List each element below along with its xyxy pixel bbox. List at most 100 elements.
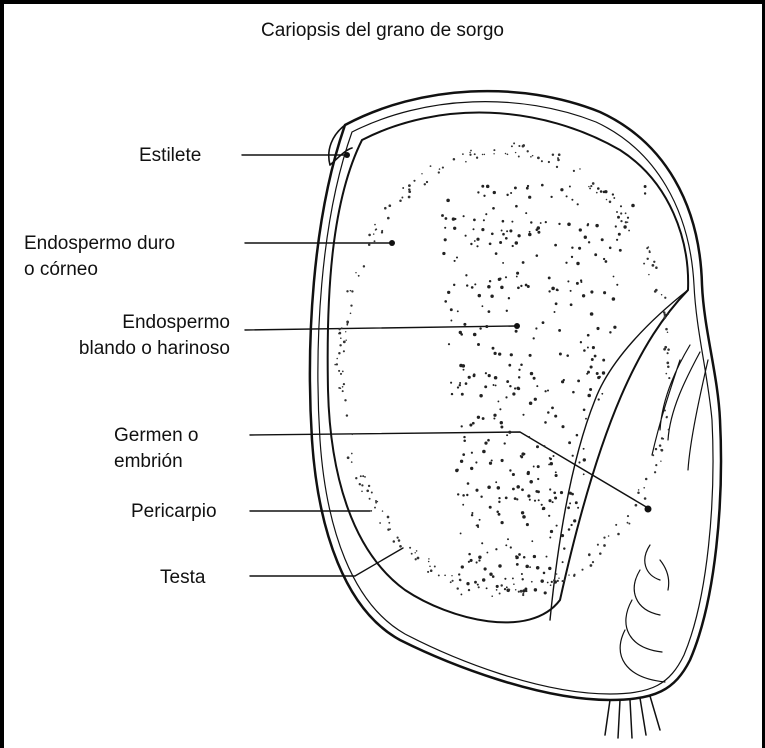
stipple-dot bbox=[572, 391, 575, 394]
stipple-dot bbox=[579, 228, 582, 231]
stipple-dot bbox=[482, 450, 486, 454]
stipple-dot bbox=[497, 400, 499, 402]
rim-stipple-dot bbox=[374, 240, 376, 242]
stipple-dot bbox=[529, 231, 531, 233]
stipple-dot bbox=[508, 364, 511, 367]
rim-stipple-dot bbox=[515, 152, 516, 153]
rim-stipple-dot bbox=[451, 575, 452, 576]
stipple-dot bbox=[566, 195, 568, 197]
rim-stipple-dot bbox=[589, 187, 591, 189]
rim-stipple-dot bbox=[374, 224, 376, 226]
stipple-dot bbox=[533, 466, 535, 468]
stipple-dot bbox=[587, 334, 590, 337]
stipple-dot bbox=[504, 442, 506, 444]
rim-stipple-dot bbox=[484, 154, 486, 156]
stipple-dot bbox=[550, 530, 553, 533]
stipple-dot bbox=[528, 436, 530, 438]
rim-stipple-dot bbox=[645, 478, 648, 481]
stipple-dot bbox=[551, 407, 554, 410]
rim-stipple-dot bbox=[345, 331, 346, 332]
stipple-dot bbox=[612, 193, 614, 195]
stipple-dot bbox=[506, 230, 508, 232]
stipple-dot bbox=[505, 276, 507, 278]
rim-stipple-dot bbox=[351, 290, 353, 292]
rim-stipple-dot bbox=[364, 476, 366, 478]
rim-stipple-dot bbox=[358, 275, 360, 277]
rim-stipple-dot bbox=[408, 196, 411, 199]
stipple-dot bbox=[516, 498, 518, 500]
rim-stipple-dot bbox=[603, 544, 606, 547]
rim-stipple-dot bbox=[493, 153, 494, 154]
rim-stipple-dot bbox=[384, 207, 387, 210]
stipple-dot bbox=[561, 534, 564, 537]
stipple-dot bbox=[534, 588, 537, 591]
stipple-dot bbox=[550, 462, 553, 465]
stipple-dot bbox=[479, 519, 481, 521]
rim-stipple-dot bbox=[402, 187, 404, 189]
rim-stipple-dot bbox=[459, 579, 462, 582]
stipple-dot bbox=[452, 217, 455, 220]
rim-stipple-dot bbox=[520, 590, 523, 593]
rim-stipple-dot bbox=[373, 233, 374, 234]
stipple-dot bbox=[517, 234, 520, 237]
stipple-dot bbox=[620, 205, 622, 207]
rim-stipple-dot bbox=[615, 524, 617, 526]
stipple-dot bbox=[463, 369, 465, 371]
stipple-dot bbox=[512, 577, 514, 579]
stipple-dot bbox=[494, 352, 497, 355]
rim-stipple-dot bbox=[537, 157, 540, 160]
stipple-dot bbox=[499, 241, 502, 244]
stipple-dot bbox=[515, 205, 518, 208]
rim-stipple-dot bbox=[652, 264, 655, 267]
stipple-dot bbox=[520, 285, 522, 287]
rim-stipple-dot bbox=[557, 580, 559, 582]
rim-stipple-dot bbox=[627, 221, 628, 222]
rim-stipple-dot bbox=[340, 373, 342, 375]
rim-stipple-dot bbox=[597, 544, 599, 546]
stipple-dot bbox=[576, 434, 579, 437]
stipple-dot bbox=[478, 555, 481, 558]
rim-stipple-dot bbox=[663, 316, 666, 319]
rim-stipple-dot bbox=[518, 156, 520, 158]
stipple-dot bbox=[537, 231, 540, 234]
stipple-dot bbox=[471, 452, 473, 454]
stipple-dot bbox=[481, 228, 484, 231]
stipple-dot bbox=[468, 376, 471, 379]
rim-stipple-dot bbox=[627, 522, 629, 524]
stipple-dot bbox=[590, 312, 594, 316]
dot-estilete bbox=[344, 152, 350, 158]
stipple-dot bbox=[477, 584, 479, 586]
stipple-dot bbox=[548, 567, 551, 570]
rim-stipple-dot bbox=[430, 165, 432, 167]
stipple-dot bbox=[529, 499, 531, 501]
rim-stipple-dot bbox=[507, 153, 509, 155]
stipple-dot bbox=[481, 185, 484, 188]
rim-stipple-dot bbox=[339, 344, 341, 346]
stipple-dot bbox=[459, 384, 461, 386]
stipple-dot bbox=[577, 507, 579, 509]
rim-stipple-dot bbox=[429, 566, 431, 568]
rim-stipple-dot bbox=[362, 475, 364, 477]
stipple-dot bbox=[551, 287, 555, 291]
stipple-dot bbox=[476, 238, 479, 241]
stipple-dot bbox=[565, 262, 567, 264]
stipple-dot bbox=[473, 333, 477, 337]
rim-stipple-dot bbox=[518, 145, 520, 147]
rim-stipple-dot bbox=[409, 547, 411, 549]
rim-stipple-dot bbox=[513, 583, 515, 585]
stipple-dot bbox=[537, 478, 539, 480]
rim-stipple-dot bbox=[355, 272, 356, 273]
stipple-dot bbox=[570, 303, 573, 306]
stipple-dot bbox=[516, 556, 519, 559]
rim-stipple-dot bbox=[415, 558, 417, 560]
rim-stipple-dot bbox=[347, 456, 350, 459]
stipple-dot bbox=[502, 262, 504, 264]
rim-stipple-dot bbox=[660, 460, 661, 461]
stipple-dot bbox=[542, 507, 545, 510]
stipple-dot bbox=[453, 284, 455, 286]
stipple-dot bbox=[498, 564, 501, 567]
rim-stipple-dot bbox=[427, 571, 429, 573]
stipple-dot bbox=[481, 542, 483, 544]
stipple-dot bbox=[516, 272, 519, 275]
stipple-dot bbox=[559, 353, 562, 356]
